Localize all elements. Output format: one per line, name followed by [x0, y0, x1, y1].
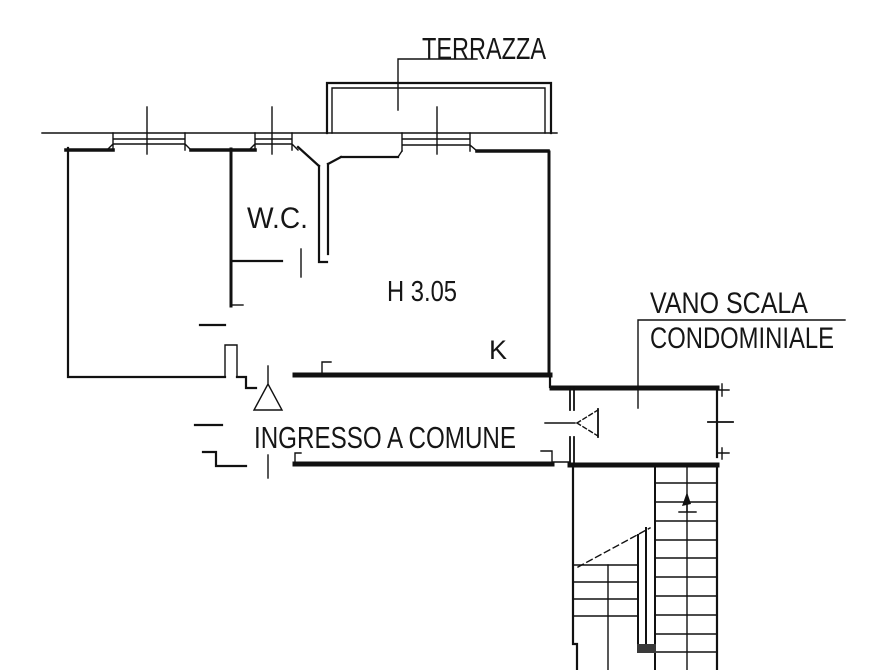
terrace-leader-line: [397, 58, 478, 111]
wc-duct-splay-wall: [296, 145, 400, 168]
left-room: [66, 146, 227, 379]
stair-cut-line: [577, 527, 651, 568]
top-wall-and-windows: [64, 106, 550, 168]
wc-room: W.C.: [229, 147, 330, 308]
corridor-top-jamb: [321, 361, 332, 376]
wc-right-duct-wall: [317, 162, 330, 264]
corridor-bottom-right-jamb: [540, 450, 571, 465]
stair-newel-wall: [637, 527, 647, 649]
terrace: TERRAZZA: [325, 31, 553, 135]
terrace-inner-wall: [331, 87, 546, 134]
terrace-label: TERRAZZA: [422, 31, 546, 66]
window-2-icon: [248, 106, 299, 155]
stairwell-leader-line: [637, 319, 846, 409]
landing-door-swing-icon: [576, 408, 599, 438]
window-1-frame: [106, 132, 192, 151]
corridor: INGRESSO A COMUNE: [254, 361, 571, 467]
stairs-arrow-head: [682, 492, 691, 506]
landing-left-wall: [569, 386, 575, 466]
wc-duct-step: [397, 150, 403, 158]
window-3-frame: [401, 132, 478, 152]
entrance-label: INGRESSO A COMUNE: [254, 420, 516, 455]
stairs-up-arrow-icon: [678, 492, 697, 513]
kitchen-label: K: [489, 335, 507, 365]
stairwell-landing: VANO SCALA CONDOMINIALE: [544, 287, 846, 468]
corridor-bottom-left-jamb: [294, 452, 302, 465]
wc-label: W.C.: [247, 202, 308, 235]
terrace-outer-wall: [325, 81, 553, 135]
window-1-icon: [106, 106, 192, 155]
stairwell-label-line1: VANO SCALA: [650, 287, 808, 320]
stair-left-wall: [571, 463, 579, 670]
staircase: [571, 463, 719, 670]
window-2-frame: [248, 132, 299, 151]
entrance-lower-jamb-step: [201, 450, 248, 468]
entrance-door-swing-icon: [252, 365, 284, 479]
kitchen-room: H 3.05 K: [387, 150, 551, 373]
landing-right-window-ticks: [716, 383, 730, 460]
ceiling-height-label: H 3.05: [387, 276, 457, 308]
landing-door-swing-dashes: [576, 409, 599, 437]
top-wall-segments: [64, 148, 550, 153]
entrance-jamb-box: [224, 344, 238, 378]
left-room-walls: [66, 146, 227, 379]
stair-left-flight-treads: [572, 564, 639, 617]
stairwell-label-line2: CONDOMINIALE: [650, 322, 834, 355]
entrance-door-triangle: [252, 382, 284, 411]
stair-newel-base: [637, 644, 656, 653]
stair-right-flight-treads: [654, 482, 718, 653]
entrance-door-area: [193, 323, 284, 479]
entrance-jamb-step: [235, 375, 258, 390]
window-3-icon: [401, 106, 478, 155]
